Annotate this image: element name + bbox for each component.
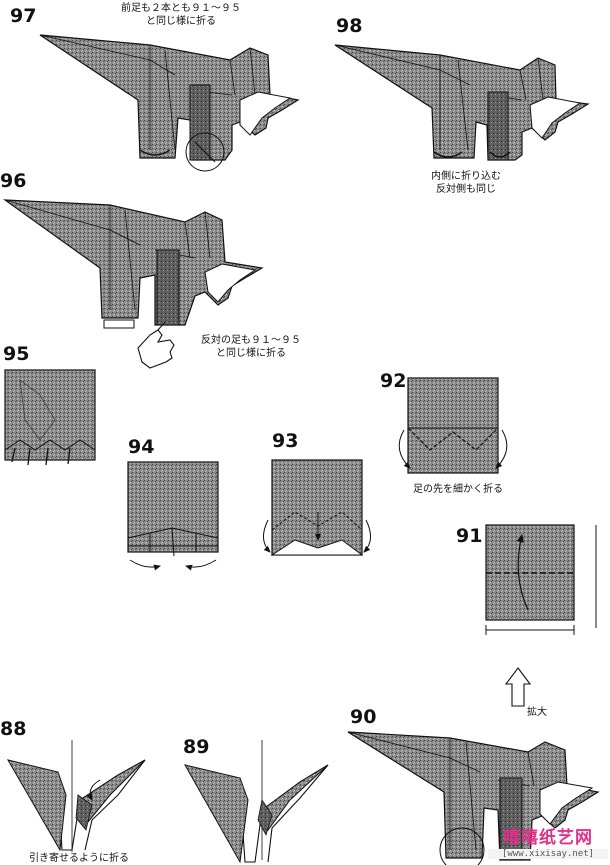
step-88-caption-line-1: 引き寄せるように折る bbox=[14, 852, 144, 865]
step-88-figure bbox=[8, 740, 145, 852]
step-98-figure bbox=[335, 45, 588, 160]
step-92-caption-line-1: 足の先を細かく折る bbox=[398, 483, 518, 496]
pointing-hand-icon bbox=[138, 322, 174, 368]
step-93-figure bbox=[263, 460, 370, 555]
step-96-caption-line-1: 反対の足も９１～９５ bbox=[176, 334, 326, 347]
step-97-caption-line-2: と同じ様に折る bbox=[106, 15, 256, 28]
step-number-97: 97 bbox=[10, 5, 36, 27]
step-97-caption-line-1: 前足も２本とも９１～９５ bbox=[106, 2, 256, 15]
step-98-caption: 内側に折り込む 反対側も同じ bbox=[416, 170, 516, 196]
step-92-caption: 足の先を細かく折る bbox=[398, 483, 518, 496]
step-98-caption-line-1: 内側に折り込む bbox=[416, 170, 516, 183]
step-number-90: 90 bbox=[350, 706, 376, 728]
site-watermark: 嘻嘻纸艺网 [www.xixisay.net] bbox=[488, 823, 608, 859]
step-number-89: 89 bbox=[183, 736, 209, 758]
step-92-figure bbox=[399, 378, 507, 473]
watermark-url: [www.xixisay.net] bbox=[488, 849, 608, 859]
enlarge-label: 拡大 bbox=[522, 706, 552, 719]
step-number-95: 95 bbox=[3, 343, 29, 365]
step-number-92: 92 bbox=[380, 370, 406, 392]
step-number-96: 96 bbox=[0, 170, 26, 192]
step-number-88: 88 bbox=[0, 718, 26, 740]
step-97-caption: 前足も２本とも９１～９５ と同じ様に折る bbox=[106, 2, 256, 28]
step-96-caption-line-2: と同じ様に折る bbox=[176, 347, 326, 360]
step-number-98: 98 bbox=[336, 15, 362, 37]
step-91-figure bbox=[486, 525, 596, 635]
step-98-caption-line-2: 反対側も同じ bbox=[416, 183, 516, 196]
step-94-figure bbox=[128, 462, 218, 567]
step-97-figure bbox=[40, 35, 298, 171]
enlarge-arrow-icon bbox=[506, 668, 530, 706]
step-96-caption: 反対の足も９１～９５ と同じ様に折る bbox=[176, 334, 326, 360]
step-number-94: 94 bbox=[128, 436, 154, 458]
step-89-figure bbox=[185, 740, 328, 862]
watermark-brand: 嘻嘻纸艺网 bbox=[488, 823, 608, 848]
step-88-caption: 引き寄せるように折る bbox=[14, 852, 144, 865]
step-number-93: 93 bbox=[272, 430, 298, 452]
step-number-91: 91 bbox=[456, 525, 482, 547]
step-95-figure bbox=[5, 370, 95, 465]
